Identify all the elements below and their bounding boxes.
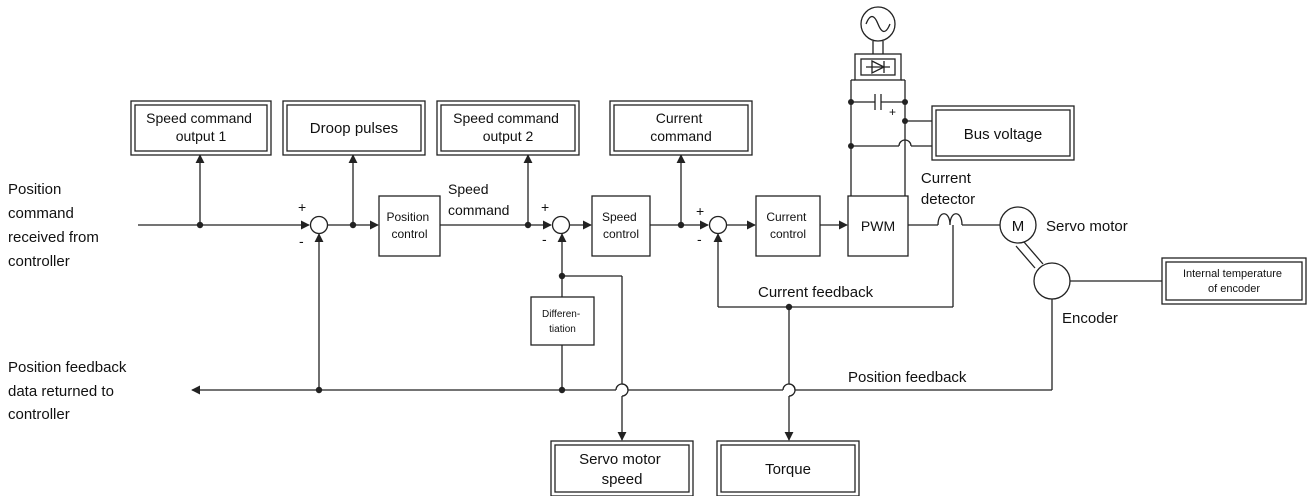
diode-icon <box>866 59 890 75</box>
encoder-icon <box>1033 262 1071 300</box>
speed-summing-junction <box>551 215 571 235</box>
svg-text:PWM: PWM <box>861 218 895 234</box>
speed-plus-sign: + <box>541 199 549 215</box>
power-supply-circuit: + <box>850 6 932 196</box>
current-feedback-label: Current feedback <box>758 284 874 301</box>
monitor-tap-lines <box>195 154 686 225</box>
pwm-block: PWM <box>847 195 909 257</box>
current-plus-sign: + <box>696 203 704 219</box>
svg-text:Speed command output 2: Speed command output 2 <box>453 110 563 144</box>
input-label: Position command received from controlle… <box>8 181 103 270</box>
current-minus-sign: - <box>697 231 702 247</box>
svg-text:+: + <box>889 105 896 119</box>
internal-temperature-monitor: Internal temperature of encoder <box>1161 257 1307 305</box>
junction-dot <box>848 143 854 149</box>
servo-motor-label: Servo motor <box>1046 218 1128 235</box>
servo-motor: M <box>999 206 1037 244</box>
bus-voltage-monitor: Bus voltage <box>931 105 1075 161</box>
svg-text:Servo motor speed: Servo motor speed <box>579 451 665 488</box>
encoder-label: Encoder <box>1062 310 1118 327</box>
motor-icon <box>999 206 1037 244</box>
junction-dot <box>315 386 323 394</box>
current-command-monitor: Current command <box>609 100 753 156</box>
svg-text:Droop pulses: Droop pulses <box>310 120 398 137</box>
current-summing-junction <box>708 215 728 235</box>
svg-text:Differen- tiation: Differen- tiation <box>542 309 583 335</box>
speed-control-block: Speed control <box>591 195 651 257</box>
junction-dot <box>902 99 908 105</box>
svg-text:Internal temperature of: Internal temperature of encoder <box>1183 268 1285 295</box>
output-label: Position feedback data returned to contr… <box>8 359 131 423</box>
position-control-block: Position control <box>378 195 441 257</box>
position-feedback-lines <box>191 233 1053 395</box>
current-control-block: Current control <box>755 195 821 257</box>
current-detector-label: Current detector <box>921 170 975 208</box>
position-feedback-label: Position feedback <box>848 369 967 386</box>
junction-dot <box>349 221 357 229</box>
junction-dot <box>785 303 793 311</box>
junction-dot <box>902 118 908 124</box>
svg-text:Position control: Position control <box>386 210 432 241</box>
svg-text:Current control: Current control <box>766 210 809 241</box>
droop-pulses-monitor: Droop pulses <box>282 100 426 156</box>
speed-minus-sign: - <box>542 231 547 247</box>
encoder <box>1033 262 1071 300</box>
position-summing-junction <box>309 215 329 235</box>
current-feedback-lines <box>713 225 954 441</box>
speed-command-output-1-monitor: Speed command output 1 <box>130 100 272 156</box>
position-plus-sign: + <box>298 199 306 215</box>
position-minus-sign: - <box>299 233 304 249</box>
svg-text:M: M <box>1012 218 1025 235</box>
junction-dot <box>558 272 566 280</box>
svg-text:Speed command output 1: Speed command output 1 <box>146 110 256 144</box>
svg-text:Bus voltage: Bus voltage <box>964 126 1042 143</box>
svg-text:Speed control: Speed control <box>602 210 640 241</box>
svg-text:Torque: Torque <box>765 461 811 478</box>
differentiation-block: Differen- tiation <box>530 296 595 346</box>
junction-dot <box>558 386 566 394</box>
junction-dot <box>196 221 204 229</box>
torque-monitor: Torque <box>716 440 860 496</box>
servo-motor-speed-monitor: Servo motor speed <box>550 440 694 496</box>
speed-command-label: Speed command <box>448 181 509 218</box>
junction-dot <box>524 221 532 229</box>
speed-command-output-2-monitor: Speed command output 2 <box>436 100 580 156</box>
junction-dot <box>848 99 854 105</box>
junction-dot <box>677 221 685 229</box>
svg-text:Current command: Current command <box>650 110 711 144</box>
